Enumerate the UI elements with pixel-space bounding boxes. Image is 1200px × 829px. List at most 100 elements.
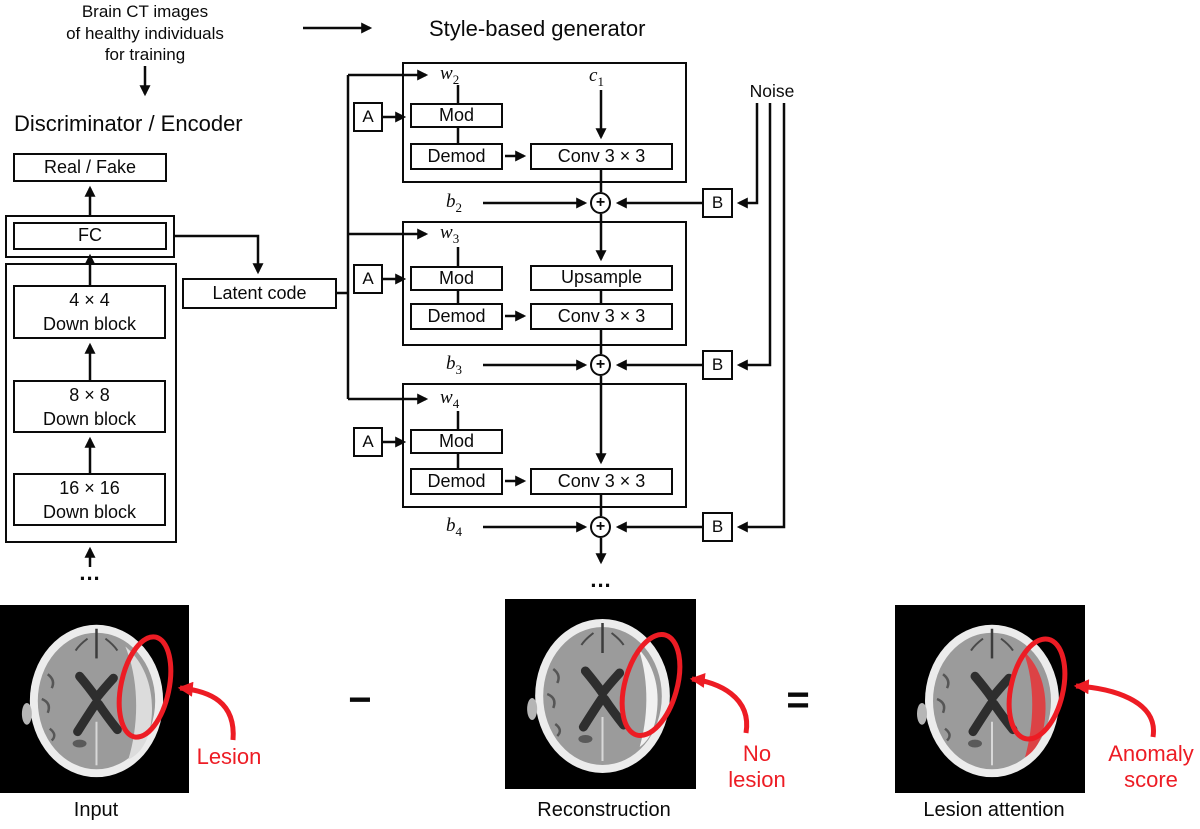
training-note-line: for training — [104, 45, 186, 64]
demod-to-conv-arrows — [505, 150, 527, 487]
encoder-input-ellipsis: ... — [79, 560, 101, 585]
a-box-2: A — [353, 264, 383, 294]
b-label: B — [711, 354, 724, 374]
w3-label: w3 — [440, 222, 459, 247]
annotation-line: Lesion — [196, 744, 262, 769]
w2-label: w2 — [440, 63, 459, 88]
down-block-label: Down block — [42, 501, 137, 522]
w4-label: w4 — [440, 387, 459, 412]
b3-label: b3 — [446, 353, 462, 378]
mod-label: Mod — [438, 104, 474, 125]
plus-glyph: + — [595, 355, 606, 373]
lesion-attention-ct-image — [895, 605, 1085, 793]
b-box-3: B — [702, 512, 733, 542]
demod-box-1: Demod — [410, 143, 503, 170]
mod-label: Mod — [438, 267, 474, 288]
add-noise-icon-1: + — [590, 192, 611, 214]
c1-label: c1 — [589, 65, 604, 90]
b-label: B — [711, 516, 724, 536]
latent-trunk — [337, 69, 429, 405]
mod-label: Mod — [438, 430, 474, 451]
demod-box-3: Demod — [410, 468, 503, 495]
annotation-line: No — [742, 741, 772, 766]
b4-base: b — [446, 515, 456, 536]
reconstruction-caption: Reconstruction — [537, 799, 671, 821]
mod-box-1: Mod — [410, 103, 503, 128]
w4-sub: 4 — [452, 395, 460, 411]
b4-sub: 4 — [455, 523, 463, 539]
w2-sub: 2 — [452, 71, 460, 87]
latent-code-label: Latent code — [212, 282, 307, 303]
down-block-8x8: 8 × 8 Down block — [13, 380, 166, 433]
plus-glyph: + — [595, 193, 606, 211]
down-block-label: Down block — [42, 314, 137, 334]
annotation-line: lesion — [728, 767, 786, 792]
b-box-2: B — [702, 350, 733, 380]
b-label: B — [711, 192, 724, 212]
minus-operator: − — [348, 678, 372, 722]
fc-box: FC — [13, 222, 167, 250]
anomaly-score-annotation-label: Anomaly score — [1108, 741, 1194, 793]
real-fake-box: Real / Fake — [13, 153, 167, 182]
reconstruction-ct-image — [505, 599, 696, 789]
c1-base: c — [589, 65, 598, 86]
a-box-3: A — [353, 427, 383, 457]
down-block-size: 16 × 16 — [59, 477, 120, 498]
upsample-box: Upsample — [530, 265, 673, 291]
fc-to-latent-connector — [175, 234, 264, 275]
b-to-plus-arrows — [615, 197, 702, 533]
b2-label: b2 — [446, 191, 462, 216]
noise-lines — [736, 103, 786, 533]
style-block-1 — [402, 62, 687, 183]
w4-base: w — [440, 387, 453, 408]
b4-label: b4 — [446, 515, 462, 540]
fc-label: FC — [78, 225, 102, 246]
no-lesion-annotation-label: No lesion — [728, 741, 785, 793]
lesion-annotation-label: Lesion — [197, 744, 262, 770]
equals-operator: = — [786, 678, 810, 722]
b2-base: b — [446, 191, 456, 212]
encoder-title: Discriminator / Encoder — [14, 111, 243, 136]
conv-box-3: Conv 3 × 3 — [530, 468, 673, 495]
generator-output-ellipsis: ... — [590, 567, 612, 592]
w2-base: w — [440, 63, 453, 84]
real-fake-label: Real / Fake — [43, 156, 137, 177]
conv-label: Conv 3 × 3 — [557, 470, 646, 491]
demod-label: Demod — [427, 305, 486, 326]
mod-box-2: Mod — [410, 266, 503, 291]
conv-box-2: Conv 3 × 3 — [530, 303, 673, 330]
down-block-size: 4 × 4 — [69, 290, 110, 310]
training-note: Brain CT images of healthy individuals f… — [20, 1, 270, 66]
plus-glyph: + — [595, 517, 606, 535]
w3-sub: 3 — [452, 230, 460, 246]
a-label: A — [362, 268, 374, 288]
conv-box-1: Conv 3 × 3 — [530, 143, 673, 170]
lesion-attention-caption: Lesion attention — [923, 799, 1065, 821]
input-caption: Input — [73, 799, 119, 821]
demod-label: Demod — [427, 470, 486, 491]
annotation-line: Anomaly — [1108, 741, 1194, 766]
input-ct-image — [0, 605, 189, 793]
conv-label: Conv 3 × 3 — [557, 145, 646, 166]
c1-sub: 1 — [597, 73, 604, 89]
add-noise-icon-3: + — [590, 516, 611, 538]
a-box-1: A — [353, 102, 383, 132]
demod-box-2: Demod — [410, 303, 503, 330]
a-to-mod-arrows — [383, 111, 407, 448]
upsample-label: Upsample — [560, 267, 643, 288]
training-note-line: Brain CT images — [81, 2, 209, 21]
demod-label: Demod — [427, 145, 486, 166]
down-block-label: Down block — [42, 408, 137, 429]
annotation-line: score — [1124, 767, 1178, 792]
a-label: A — [362, 106, 374, 126]
w3-base: w — [440, 222, 453, 243]
training-note-line: of healthy individuals — [66, 23, 224, 43]
down-block-16x16: 16 × 16 Down block — [13, 473, 166, 526]
b3-sub: 3 — [455, 361, 463, 377]
generator-title: Style-based generator — [429, 16, 646, 41]
b2-sub: 2 — [455, 199, 463, 215]
latent-code-box: Latent code — [182, 278, 337, 309]
b3-base: b — [446, 353, 456, 374]
a-label: A — [362, 431, 374, 451]
